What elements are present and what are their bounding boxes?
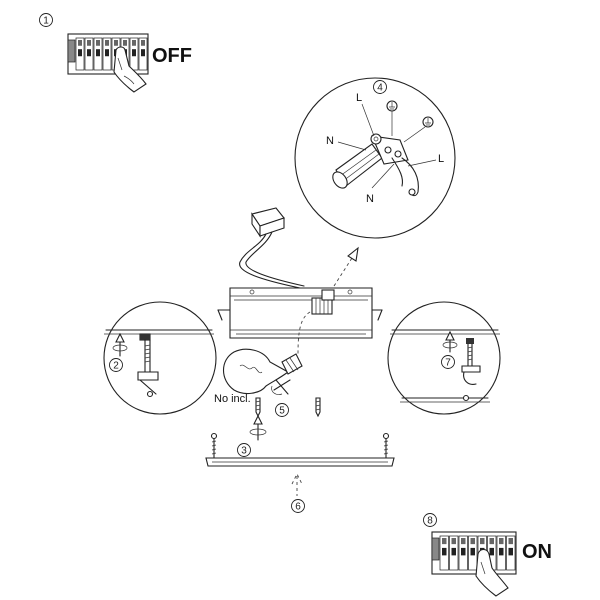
- screw-icon: [255, 397, 261, 418]
- step-7-fixing-detail: 7: [387, 301, 501, 415]
- step-1-circle: [39, 13, 53, 27]
- step-6-push-up: 6: [291, 472, 305, 513]
- step-5-number: 5: [279, 406, 285, 417]
- wire-label-live-top: L: [356, 92, 362, 104]
- breaker-toggle: [489, 547, 494, 556]
- step-4-circle: [373, 80, 387, 94]
- screw-icon: [315, 397, 321, 418]
- breaker-toggle: [508, 547, 513, 556]
- mounting-rail: [205, 432, 395, 467]
- breaker-toggle: [141, 49, 145, 57]
- step-7-number: 7: [445, 358, 451, 369]
- breaker-toggle: [132, 49, 136, 57]
- breaker-toggle: [78, 49, 82, 57]
- switch-off-label: OFF: [152, 45, 192, 67]
- wire-label-neutral-left: N: [326, 135, 334, 147]
- breaker-terminal: [461, 538, 466, 545]
- breaker-toggle: [470, 547, 475, 556]
- breaker-toggle: [451, 547, 456, 556]
- step-2-circle: [109, 358, 123, 372]
- breaker-panel-icon: [67, 33, 149, 75]
- step-3-number: 3: [241, 446, 247, 457]
- breaker-toggle: [105, 49, 109, 57]
- breaker-toggle: [499, 547, 504, 556]
- earth-ground-icon: [403, 116, 434, 143]
- step-8-switch-on: 8 ON: [423, 513, 552, 597]
- detail-pointer-arrow: [333, 246, 359, 287]
- step-4-wiring-detail: 4: [294, 77, 456, 239]
- breaker-panel-icon: [431, 531, 517, 575]
- breaker-terminal: [508, 538, 513, 545]
- luminaire-housing: [217, 287, 383, 339]
- breaker-terminal: [123, 40, 127, 46]
- breaker-terminal: [499, 538, 504, 545]
- breaker-terminal: [442, 538, 447, 545]
- step-7-circle: [441, 355, 455, 369]
- step-3-rotate: 3: [237, 414, 267, 457]
- rotate-icon: [112, 332, 128, 357]
- light-bulb-icon: No incl.: [214, 348, 303, 405]
- breaker-terminal: [451, 538, 456, 545]
- breaker-toggle: [442, 547, 447, 556]
- breaker-terminal: [105, 40, 109, 46]
- breaker-terminal: [78, 40, 82, 46]
- breaker-terminal: [470, 538, 475, 545]
- push-up-arrow-icon: [291, 472, 303, 496]
- step-5-no-drill: 5: [271, 379, 291, 417]
- breaker-terminal: [132, 40, 136, 46]
- lamp-socket: [297, 289, 335, 355]
- step-1-number: 1: [43, 16, 49, 27]
- breaker-toggle: [96, 49, 100, 57]
- bulb-not-included-note: No incl.: [214, 393, 251, 405]
- wire-label-neutral-bottom: N: [366, 193, 374, 205]
- step-2-number: 2: [113, 361, 119, 372]
- step-4-number: 4: [377, 83, 383, 94]
- breaker-terminal: [96, 40, 100, 46]
- breaker-terminal: [141, 40, 145, 46]
- step-3-circle: [237, 443, 251, 457]
- rotate-icon: [442, 330, 458, 353]
- earth-ground-icon: [386, 100, 398, 136]
- hand-icon: [475, 548, 509, 597]
- breaker-toggle: [461, 547, 466, 556]
- rotate-icon: [249, 414, 267, 441]
- wire-label-live-right: L: [438, 153, 444, 165]
- breaker-toggle: [87, 49, 91, 57]
- breaker-terminal: [489, 538, 494, 545]
- left-detail-circle: [103, 301, 217, 415]
- step-2-mounting-detail: 2: [103, 301, 217, 415]
- junction-box: [239, 207, 327, 301]
- step-6-circle: [291, 499, 305, 513]
- step-5-circle: [275, 403, 289, 417]
- breaker-terminal: [114, 40, 118, 46]
- step-6-number: 6: [295, 502, 301, 513]
- terminal-block: [370, 133, 409, 165]
- switch-on-label: ON: [522, 541, 552, 563]
- step-8-number: 8: [427, 516, 433, 527]
- step-1-switch-off: 1 OFF: [39, 13, 192, 93]
- breaker-terminal: [87, 40, 91, 46]
- no-drill-icon: [271, 379, 291, 395]
- step-8-circle: [423, 513, 437, 527]
- hand-icon: [113, 46, 147, 93]
- breaker-terminal: [480, 538, 485, 545]
